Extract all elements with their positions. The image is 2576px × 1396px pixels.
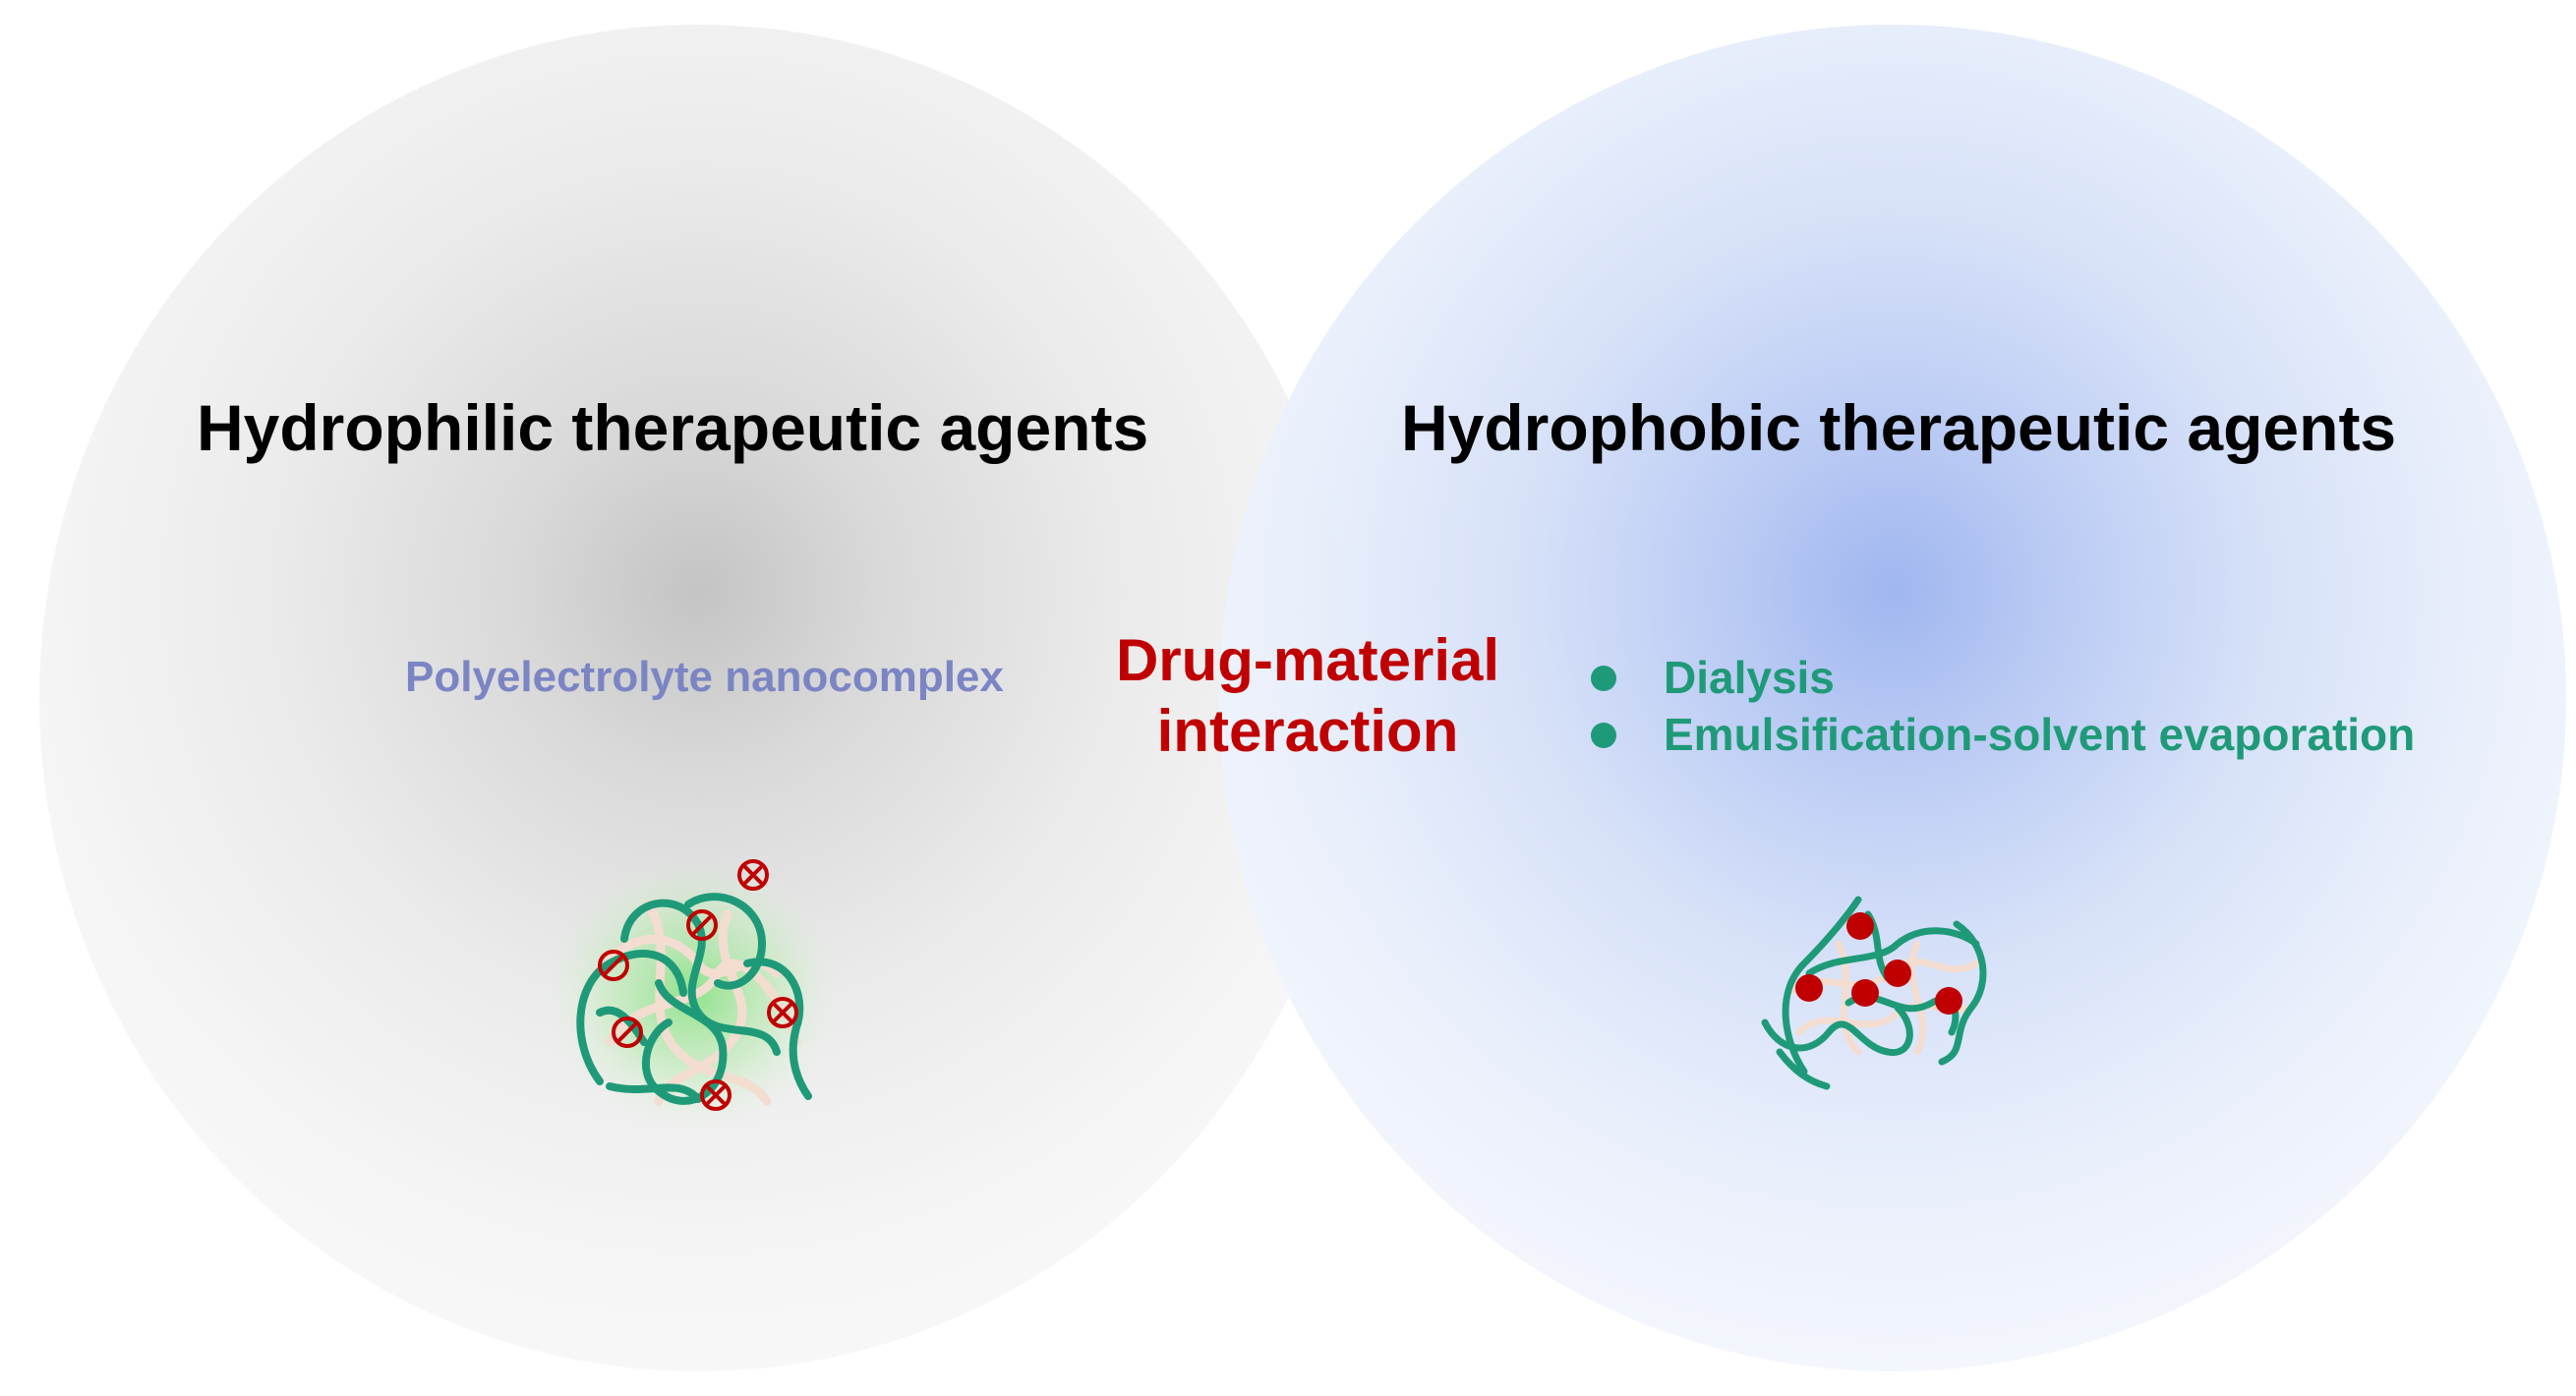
method-item-emulsification: Emulsification-solvent evaporation — [1585, 706, 2415, 763]
hydrophobic-title: Hydrophobic therapeutic agents — [1401, 391, 2397, 464]
positive-charge-icon — [767, 997, 798, 1028]
drug-particle — [1851, 979, 1879, 1007]
drug-material-interaction-label: Drug-material interaction — [1115, 627, 1500, 764]
hydrophobic-methods-list: Dialysis Emulsification-solvent evaporat… — [1585, 649, 2415, 763]
hydrophilic-title: Hydrophilic therapeutic agents — [197, 391, 1149, 464]
hydrophilic-region — [39, 25, 1357, 1371]
negative-charge-icon — [612, 1017, 643, 1048]
bullet-icon — [1591, 723, 1616, 748]
drug-particle — [1846, 912, 1874, 940]
polyelectrolyte-nanocomplex-icon — [546, 855, 841, 1131]
drug-particles — [1795, 912, 1962, 1015]
polymer-drug-particle-icon — [1761, 896, 1987, 1090]
positive-charge-icon — [700, 1079, 732, 1111]
negative-charge-icon — [686, 909, 718, 941]
method-label: Dialysis — [1664, 652, 1835, 703]
drug-particle — [1795, 974, 1823, 1002]
positive-charge-icon — [737, 859, 769, 891]
negative-charge-icon — [598, 950, 629, 981]
method-item-dialysis: Dialysis — [1585, 649, 2415, 706]
drug-particle — [1884, 960, 1911, 987]
method-label: Emulsification-solvent evaporation — [1664, 709, 2416, 760]
bullet-icon — [1591, 666, 1616, 691]
hydrophobic-region — [1219, 25, 2566, 1371]
drug-particle — [1935, 987, 1962, 1015]
polyelectrolyte-nanocomplex-label: Polyelectrolyte nanocomplex — [405, 653, 1004, 701]
